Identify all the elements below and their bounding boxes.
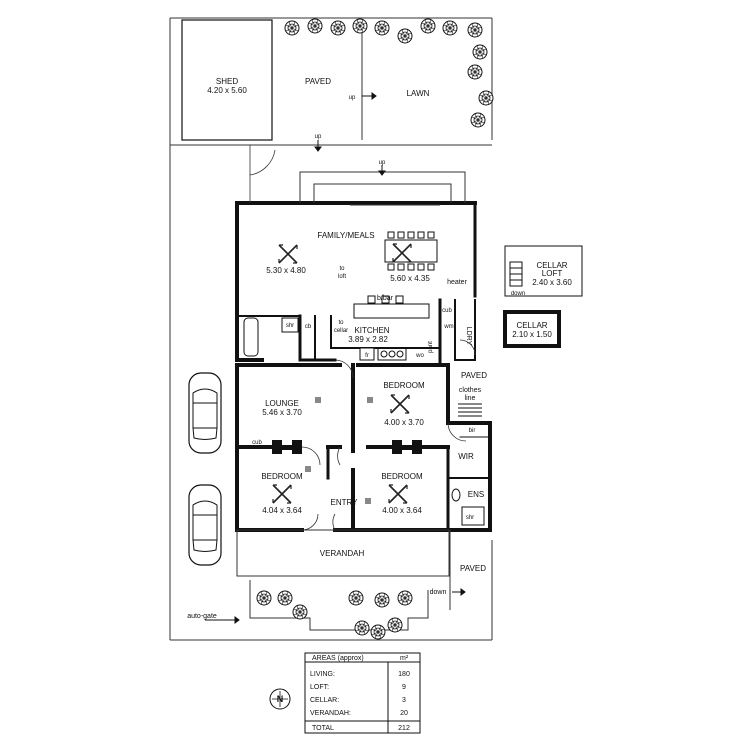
cellar-loft-label: CELLAR — [536, 261, 567, 270]
ceiling-fan-bed2 — [272, 484, 292, 504]
kitchen-label: KITCHEN — [354, 326, 389, 335]
cellar-outer — [503, 310, 561, 348]
shed-label: SHED — [216, 77, 238, 86]
shed — [181, 19, 273, 141]
verandah — [236, 529, 450, 577]
family-dim: 5.30 x 4.80 — [266, 266, 306, 275]
area-row-label: LOFT: — [310, 684, 329, 691]
shr2-label: shr — [466, 515, 474, 521]
bathtub — [243, 317, 259, 357]
pant-label: pant — [428, 341, 434, 353]
kitchen-island — [353, 303, 430, 319]
verandah-label: VERANDAH — [320, 549, 365, 558]
cellar-loft-label2: LOFT — [542, 269, 563, 278]
clothes-line-steps — [458, 403, 482, 417]
to-loft-1: to — [339, 266, 345, 272]
bedroom3-dim: 4.00 x 3.64 — [382, 506, 422, 515]
north-label: N — [277, 694, 284, 704]
fridge — [359, 347, 375, 361]
paved-front-label: PAVED — [460, 564, 486, 573]
fireplace-2 — [392, 440, 422, 454]
lawn-label: LAWN — [407, 89, 430, 98]
cellar-loft-down: down — [511, 291, 525, 297]
heater-label: heater — [447, 279, 468, 286]
car-2 — [188, 484, 222, 566]
ceiling-fan-bed3 — [388, 484, 408, 504]
cellar-dim: 2.10 x 1.50 — [512, 330, 552, 339]
area-row-value: 9 — [402, 684, 406, 691]
car-1 — [188, 372, 222, 454]
lounge-dim: 5.46 x 3.70 — [262, 408, 302, 417]
bedroom1-label: BEDROOM — [383, 381, 425, 390]
bedroom2-label: BEDROOM — [261, 472, 303, 481]
dining-table — [384, 231, 438, 271]
fireplace-1 — [272, 440, 302, 454]
area-row-value: 20 — [400, 710, 408, 717]
wo-label: wo — [415, 353, 424, 359]
paved-top-label: PAVED — [305, 77, 331, 86]
bedroom2-dim: 4.04 x 3.64 — [262, 506, 302, 515]
cub2-label: cub — [252, 440, 262, 446]
cellar-loft-dim: 2.40 x 3.60 — [532, 278, 572, 287]
ldry-label: LDRY — [465, 327, 472, 346]
meals-dim: 5.60 x 4.35 — [390, 274, 430, 283]
areas-unit: m² — [400, 655, 409, 662]
to-loft-2: loft — [338, 274, 346, 280]
shower — [281, 317, 299, 333]
bedroom3-label: BEDROOM — [381, 472, 423, 481]
island-stools — [367, 295, 404, 304]
area-total-value: 212 — [398, 725, 410, 732]
kitchen-dim: 3.89 x 2.82 — [348, 335, 388, 344]
cb-label: cb — [305, 324, 312, 330]
up-label-1: up — [349, 95, 356, 101]
bir-label: bir — [469, 428, 476, 434]
cub-label: cub — [442, 308, 452, 314]
down-label: down — [430, 589, 447, 596]
shr-label: shr — [286, 323, 294, 329]
to-cellar-2: cellar — [334, 328, 348, 334]
lounge-label: LOUNGE — [265, 399, 299, 408]
top-trees — [284, 18, 494, 128]
to-cellar-1: to — [338, 320, 344, 326]
area-row-value: 3 — [402, 697, 406, 704]
cellar-loft-stairs — [509, 261, 523, 287]
area-row-label: CELLAR: — [310, 697, 339, 704]
entry-label: ENTRY — [331, 498, 359, 507]
autogate-label: auto-gate — [187, 613, 217, 620]
ceiling-fan-bed1 — [390, 394, 410, 414]
area-row-label: VERANDAH: — [310, 710, 351, 717]
areas-title: AREAS (approx) — [312, 655, 364, 662]
cellar-label: CELLAR — [516, 321, 547, 330]
paved-side-label: PAVED — [461, 371, 487, 380]
front-garden — [249, 580, 429, 640]
up-label-2: up — [315, 134, 322, 140]
ceiling-fan-family — [278, 244, 298, 264]
family-label: FAMILY/MEALS — [317, 231, 374, 240]
areas-table — [304, 652, 421, 734]
ens-label: ENS — [468, 490, 484, 499]
area-row-label: LIVING: — [310, 671, 335, 678]
area-row-value: 180 — [398, 671, 410, 678]
cellar-loft — [504, 245, 583, 297]
wall-points — [305, 397, 373, 504]
clothes-label-1: clothes — [459, 387, 482, 394]
rear-deck — [299, 171, 466, 206]
ensuite-shower — [461, 506, 485, 526]
up-label-3: up — [379, 160, 386, 166]
bedroom1-dim: 4.00 x 3.70 — [384, 418, 424, 427]
ensuite-toilet — [451, 488, 461, 502]
fr-label: fr — [365, 353, 369, 359]
shed-dim: 4.20 x 5.60 — [207, 86, 247, 95]
north-arrow — [269, 688, 291, 710]
bbar-label: b/bar — [377, 295, 394, 302]
area-total-label: TOTAL — [312, 725, 334, 732]
property-boundary — [169, 17, 493, 641]
wir-label: WIR — [458, 452, 474, 461]
stove — [377, 347, 407, 361]
door-swings — [249, 145, 476, 531]
step-arrows — [205, 92, 466, 624]
clothes-label-2: line — [465, 395, 476, 402]
wm-label: wm — [443, 324, 453, 330]
